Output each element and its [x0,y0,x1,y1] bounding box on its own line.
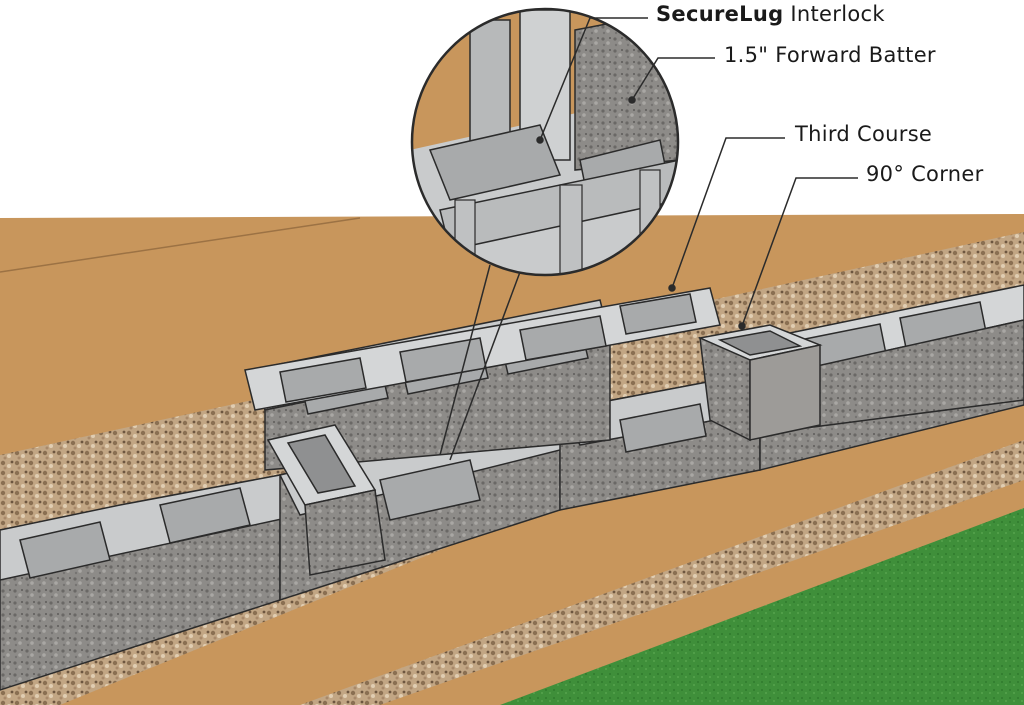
third-course-blocks [244,284,1024,431]
zoom-leader-lines [439,264,521,461]
callout-third-course: Third Course [795,122,933,146]
callout-interlock-bold: SecureLug [656,2,784,26]
callout-leader-batter [628,57,715,104]
grass-lawn [500,508,1024,705]
corner-block-right [697,324,823,442]
callout-interlock: SecureLug Interlock [656,4,885,25]
callout-corner: 90° Corner [866,162,984,186]
callout-batter: 1.5" Forward Batter [724,43,936,67]
zoom-detail-circle [410,7,680,277]
callout-interlock-rest: Interlock [783,2,885,26]
callout-leader-corner [738,177,858,330]
corner-block-left [266,424,386,576]
callout-leader-third-course [668,137,785,292]
callout-leader-interlock [536,17,648,144]
